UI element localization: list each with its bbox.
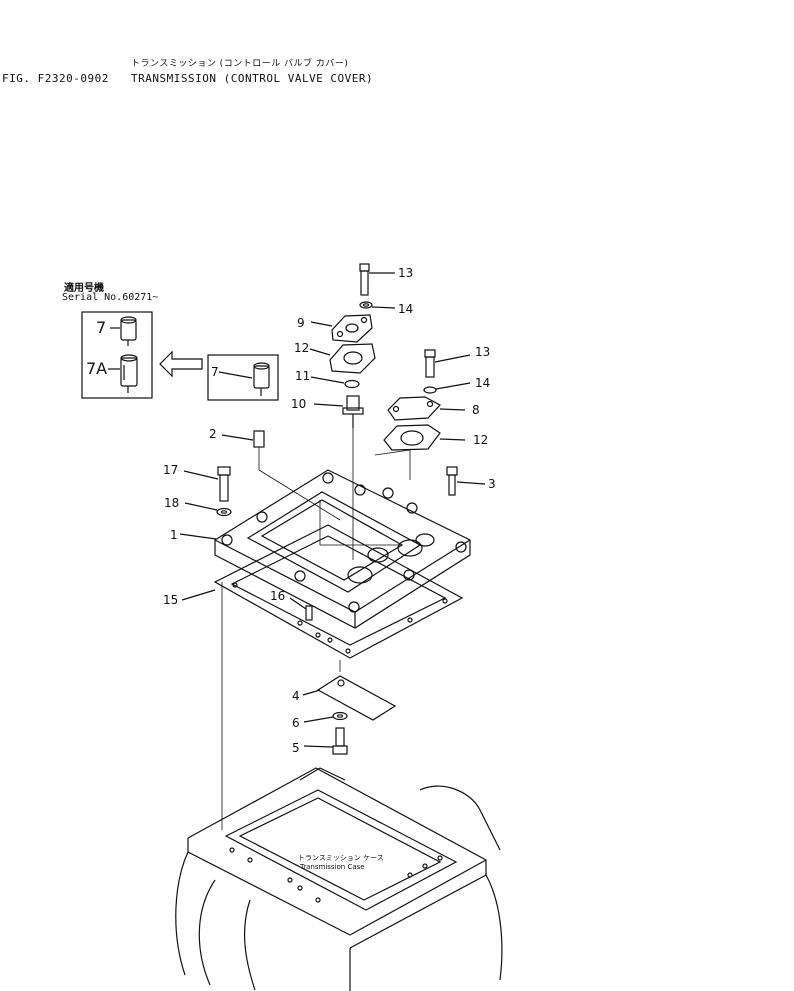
callout-5: 5 — [292, 741, 300, 755]
callout-12-right: 12 — [473, 433, 488, 447]
callout-7-variant: 7 — [96, 318, 106, 337]
transmission-case — [175, 767, 503, 991]
bolt-5 — [303, 727, 348, 755]
callout-17: 17 — [163, 463, 178, 477]
callout-14-right: 14 — [475, 376, 490, 390]
dowel-pin-16 — [289, 597, 313, 621]
callout-3: 3 — [488, 477, 496, 491]
bolt-17 — [183, 466, 231, 502]
fitting-2 — [221, 430, 341, 521]
part-7a-icon — [120, 354, 138, 393]
bolt-3 — [446, 466, 486, 496]
top-cover-stack — [309, 263, 396, 560]
right-cover-stack — [374, 349, 471, 480]
bracket-4 — [302, 675, 397, 721]
case-label-japanese: トランスミッション ケース — [298, 854, 384, 862]
callout-4: 4 — [292, 689, 300, 703]
washer-6 — [303, 711, 348, 723]
figure-number: FIG. F2320-0902 — [2, 72, 109, 85]
callout-8: 8 — [472, 403, 480, 417]
callout-7a: 7A — [86, 359, 107, 378]
serial-variant-box: 7 7A — [81, 311, 153, 399]
callout-11: 11 — [295, 369, 310, 383]
serial-number-label: Serial No.60271~ — [62, 292, 159, 303]
callout-2: 2 — [209, 427, 217, 441]
callout-13-right: 13 — [475, 345, 490, 359]
callout-18: 18 — [164, 496, 179, 510]
page-title: TRANSMISSION (CONTROL VALVE COVER) — [131, 72, 374, 85]
case-label-english: Transmission Case — [299, 863, 365, 871]
callout-13-top: 13 — [398, 266, 413, 280]
part-7-icon — [120, 316, 137, 346]
callout-9: 9 — [297, 316, 305, 330]
title-japanese: トランスミッション (コントロール バルブ カバー) — [131, 59, 349, 69]
detail-box-part-7: 7 — [207, 354, 279, 401]
serial-label-japanese: 適用号機 — [64, 283, 104, 294]
replacement-arrow-icon — [159, 350, 203, 378]
callout-6: 6 — [292, 716, 300, 730]
callout-15: 15 — [163, 593, 178, 607]
callout-14-top: 14 — [398, 302, 413, 316]
callout-10: 10 — [291, 397, 306, 411]
control-valve-cover-1 — [179, 469, 471, 629]
callout-12-top: 12 — [294, 341, 309, 355]
washer-18 — [184, 502, 232, 517]
callout-1: 1 — [170, 528, 178, 542]
callout-16: 16 — [270, 589, 285, 603]
gasket-15 — [181, 524, 464, 659]
callout-7: 7 — [211, 365, 219, 379]
